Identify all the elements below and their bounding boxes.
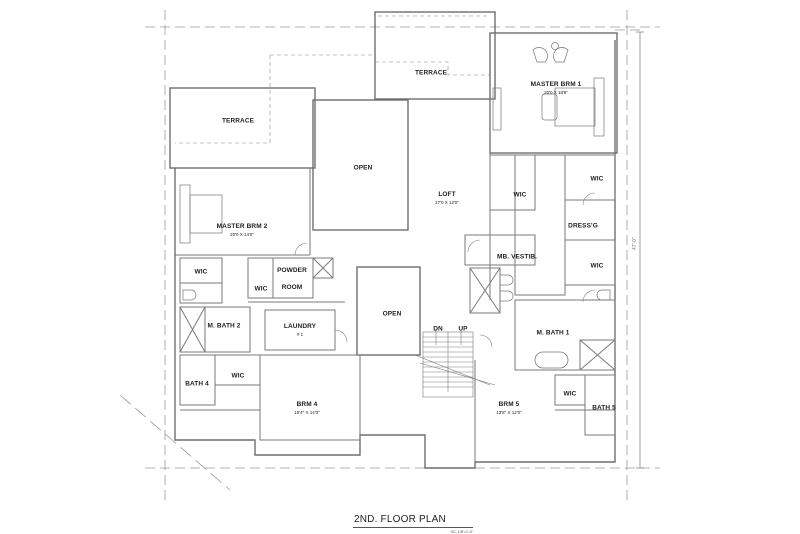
door-swings — [294, 192, 596, 348]
room-label-wic-mb1-top: WIC — [590, 175, 604, 183]
exterior-walls — [169, 11, 618, 469]
room-label-bath-4: BATH 4 — [185, 380, 209, 388]
room-label-terrace-left: TERRACE — [221, 117, 255, 125]
room-label-open-upper: OPEN — [353, 164, 373, 172]
overall-dimension-line — [636, 31, 644, 469]
room-label-mb-vestib: MB. VESTIB. — [496, 253, 538, 261]
bathtub — [534, 351, 569, 369]
room-label-wic-mb2: WIC — [194, 268, 208, 276]
reference-lines — [119, 10, 660, 500]
room-label-wic-mb1-bottom: WIC — [590, 262, 604, 270]
room-label-wic-brm4: WIC — [231, 372, 245, 380]
title-underline — [353, 527, 473, 528]
stair-up-label: UP — [458, 325, 468, 333]
stair-down-label: DN — [433, 325, 443, 333]
interior-walls — [175, 99, 616, 462]
room-label-m-bath-2: M. BATH 2 — [207, 322, 241, 330]
room-label-dressg: DRESS'G — [568, 222, 598, 230]
overall-dimension-text: 47'-0" — [632, 237, 638, 250]
room-label-brm-5: BRM 5 13'8" X 12'0" — [496, 401, 522, 416]
master-brm-2-furniture — [179, 184, 223, 244]
terrace-dashed — [175, 15, 490, 144]
room-label-m-bath-1: M. BATH 1 — [536, 329, 570, 337]
room-label-wic-loft: WIC — [513, 191, 527, 199]
master-brm-1-furniture — [492, 42, 605, 137]
room-label-open-lower: OPEN — [382, 310, 402, 318]
room-label-wic-powder: WIC — [254, 285, 268, 293]
room-label-wic-brm5: WIC — [563, 390, 577, 398]
stair — [414, 330, 496, 398]
scale-note: SC. 1/8"=1'-0" — [451, 530, 473, 534]
drawing-title: 2ND. FLOOR PLAN — [354, 514, 446, 525]
room-label-master-brm-1: MASTER BRM 1 20'0 X 18'8" — [530, 81, 582, 96]
room-label-master-brm-2: MASTER BRM 2 20'0 X 14'0" — [216, 223, 268, 238]
room-label-terrace-top: TERRACE — [414, 69, 448, 77]
room-label-laundry: LAUNDRY # 1 — [283, 323, 317, 338]
room-label-powder-room: POWDER ROOM — [277, 267, 307, 291]
toilets — [182, 274, 611, 302]
room-label-bath-5: BATH 5 — [592, 404, 616, 412]
room-label-loft: LOFT 27'0 X 12'0" — [435, 191, 459, 206]
room-label-brm-4: BRM 4 15'4" X 14'0" — [294, 401, 320, 416]
